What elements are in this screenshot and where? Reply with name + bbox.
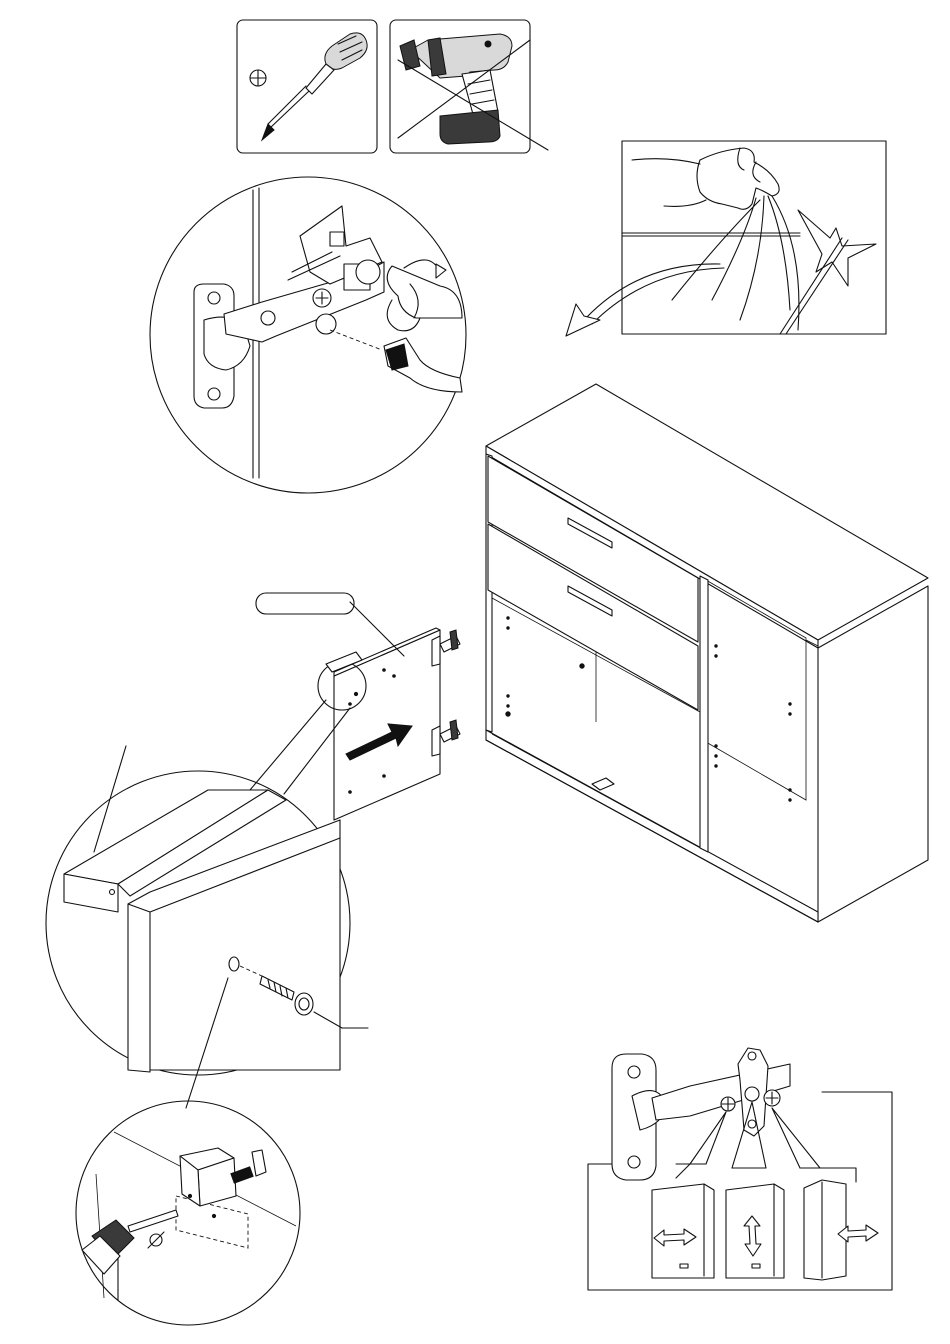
adjust-depth-block (804, 1180, 878, 1280)
part-label-pill (256, 593, 354, 614)
warning-box-door-swing (566, 141, 886, 336)
adjust-horizontal-block (652, 1184, 714, 1278)
adjust-screw-2-icon (745, 1087, 759, 1101)
drill-diameter-symbol-icon (148, 1232, 164, 1248)
tool-box-drill-not-allowed (390, 20, 548, 153)
door-panel (318, 628, 460, 820)
detail-door-screw (46, 746, 368, 1075)
hand-icon (632, 148, 779, 209)
drill-bit-icon (82, 1210, 178, 1274)
pilot-hole-icon (229, 957, 239, 971)
adjustable-hinge-icon (612, 1048, 790, 1180)
part-label-callout (256, 593, 404, 656)
cabinet (486, 384, 928, 922)
cabinet-right-side (818, 586, 928, 922)
swing-arrow-icon (566, 264, 724, 336)
hinge-adjustment-detail (588, 1048, 892, 1290)
hinge-mounting-plate-icon (194, 284, 250, 408)
screwdriver-icon (262, 33, 367, 140)
phillips-symbol-icon (250, 70, 266, 86)
impact-star-icon (798, 210, 876, 286)
cordless-drill-icon (400, 34, 512, 144)
detail-drill-jig (76, 1101, 300, 1325)
detail-hinge-screwing (150, 177, 466, 493)
tool-box-screwdriver (237, 20, 377, 153)
hinge-arm-icon (224, 206, 384, 342)
adjust-vertical-block (726, 1184, 784, 1278)
